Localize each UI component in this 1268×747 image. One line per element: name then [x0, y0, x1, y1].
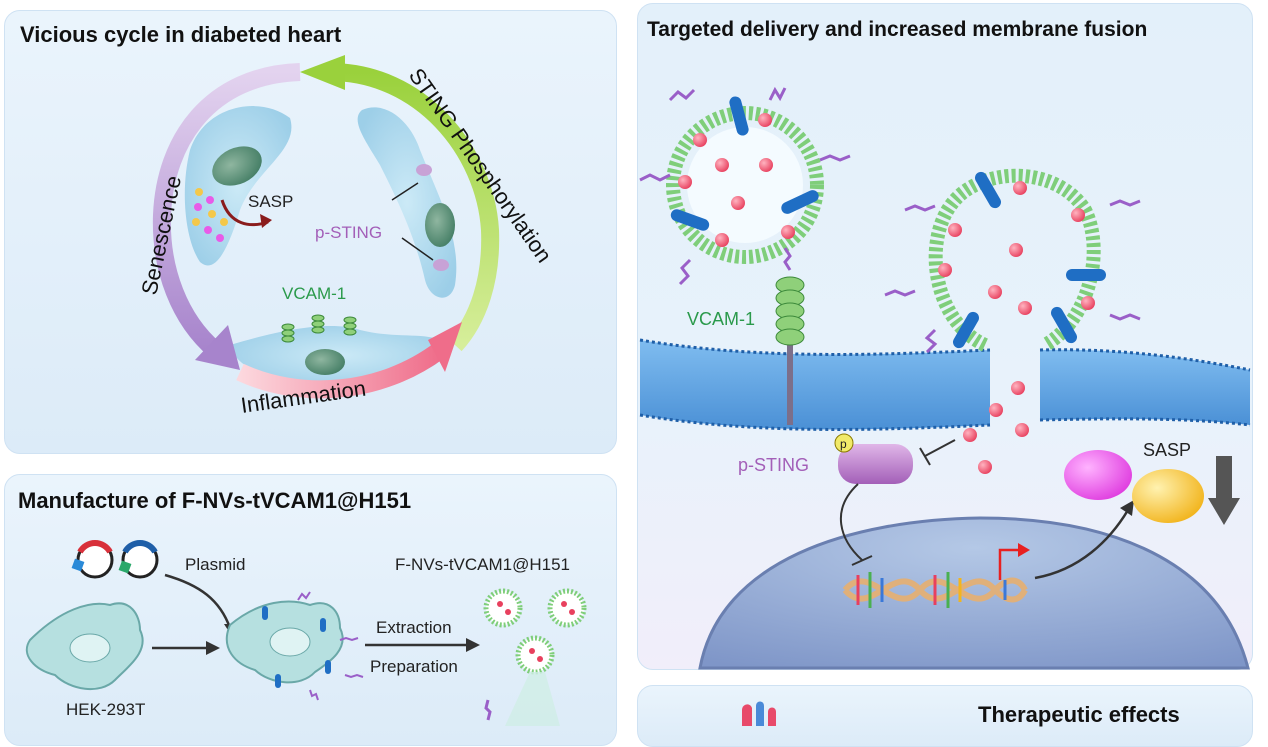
h151-inhibition [924, 439, 956, 457]
vcam-receptors [281, 314, 357, 343]
extraction-label: Extraction [376, 618, 452, 637]
hek-293t-label: HEK-293T [66, 700, 145, 719]
therapeutic-icon [742, 701, 776, 726]
vicious-cycle-diagram: Senescence STING Phosphorylation Inflamm… [136, 55, 557, 418]
senescence-arc [152, 63, 301, 357]
dna-helix [842, 572, 1028, 608]
delivery-sasp-label: SASP [1143, 440, 1191, 460]
delivery-p-sting-label: p-STING [738, 455, 809, 475]
p-sting-protein-1 [416, 164, 432, 176]
nucleus [698, 516, 1250, 670]
targeted-delivery-title: Targeted delivery and increased membrane… [647, 18, 1148, 41]
delivery-vcam-label: VCAM-1 [687, 309, 755, 329]
targeted-delivery-diagram: p VCAM-1 p-STING SASP [639, 86, 1251, 670]
cycle-sasp-label: SASP [248, 192, 293, 211]
sasp-factor-yellow [1132, 469, 1204, 523]
senescence-arrowhead [195, 325, 240, 370]
sting-arrowhead [300, 55, 345, 90]
sting-cell [357, 107, 457, 298]
senescent-cell [184, 106, 292, 266]
released-cargo [963, 381, 1029, 474]
sting-arc [329, 63, 500, 352]
decrease-arrow [1208, 456, 1240, 525]
plasmid-label: Plasmid [185, 555, 245, 574]
product-vesicles [483, 588, 587, 726]
sting-nucleus [425, 203, 455, 247]
sasp-factor-magenta [1064, 450, 1132, 500]
p-sting-protein: p [834, 433, 913, 484]
sasp-particles [192, 188, 228, 242]
inflammation-arrowhead [428, 322, 462, 372]
cycle-p-sting-label: p-STING [315, 223, 382, 242]
svg-text:p: p [840, 437, 847, 451]
inflamed-nucleus [305, 349, 345, 375]
nanovesicle-fusing [884, 168, 1141, 354]
cell-membrane [639, 338, 1251, 431]
senescent-nucleus [212, 146, 262, 186]
plasmid-icon [71, 540, 159, 579]
inflammation-arc [236, 342, 446, 399]
dna-to-sasp-arrow [1034, 509, 1130, 580]
therapeutic-effects-title: Therapeutic effects [978, 702, 1180, 727]
sting-to-dna-inhibition [839, 483, 863, 561]
transcription-start-arrow [998, 548, 1022, 580]
manufacture-title: Manufacture of F-NVs-tVCAM1@H151 [18, 488, 412, 513]
vcam1-receptor [775, 247, 805, 425]
preparation-label: Preparation [370, 657, 458, 676]
plasmid-arrow [164, 573, 232, 629]
manufacture-diagram: Plasmid F-NVs-tVCAM1@H151 Extraction Pre… [25, 540, 587, 726]
vicious-cycle-title: Vicious cycle in diabeted heart [20, 22, 342, 47]
nanovesicle-docked [639, 86, 851, 286]
p-sting-protein-2 [433, 259, 449, 271]
cycle-vcam-label: VCAM-1 [282, 284, 346, 303]
product-label: F-NVs-tVCAM1@H151 [395, 555, 570, 574]
